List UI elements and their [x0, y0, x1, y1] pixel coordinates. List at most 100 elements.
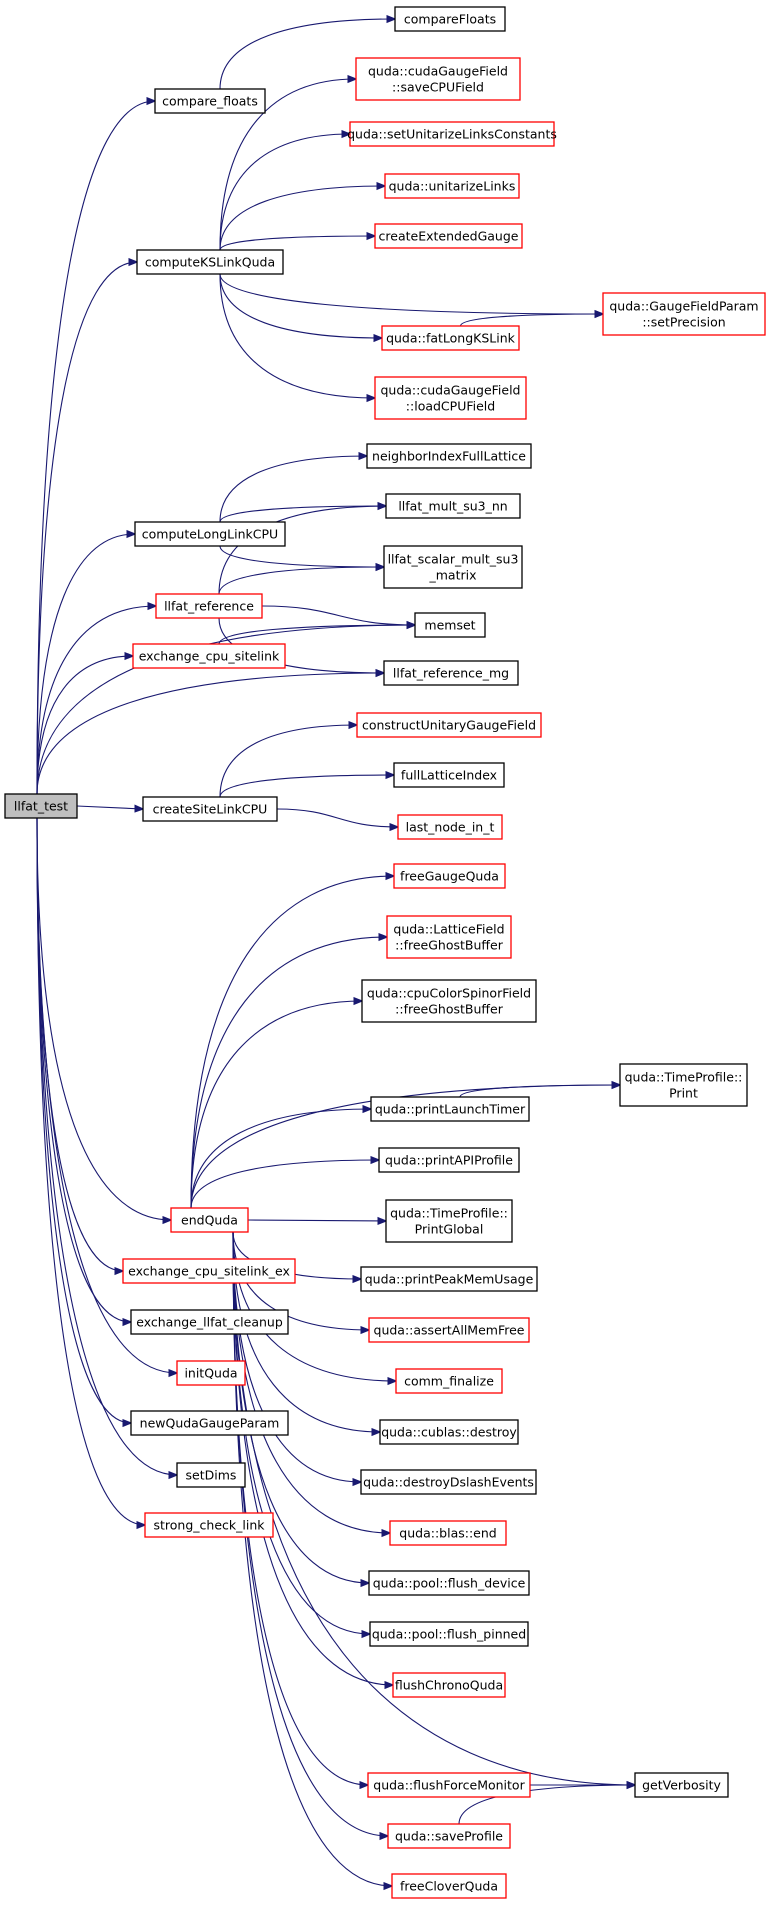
- call-edge-computeKSLinkQuda-to-setUnitarizeLinksConstants: [219, 134, 350, 251]
- function-node-computeKSLinkQuda[interactable]: computeKSLinkQuda: [136, 249, 284, 275]
- function-node-llfat_reference_mg[interactable]: llfat_reference_mg: [383, 660, 519, 686]
- function-node-label: computeLongLinkCPU: [142, 527, 278, 542]
- function-node-printLaunchTimer[interactable]: quda::printLaunchTimer: [370, 1096, 530, 1122]
- call-edge-endQuda-to-printLaunchTimer: [190, 1109, 371, 1209]
- function-node-label: compare_floats: [162, 94, 258, 109]
- function-node-label: quda::saveProfile: [395, 1829, 503, 1844]
- function-node-label: llfat_reference: [164, 599, 254, 614]
- call-edge-llfat_test-to-llfat_reference: [36, 606, 156, 795]
- call-edge-computeKSLinkQuda-to-saveCPUField: [219, 79, 356, 251]
- function-node-exchange_cpu_sitelink[interactable]: exchange_cpu_sitelink: [132, 643, 286, 669]
- function-node-poolFlushDevice[interactable]: quda::pool::flush_device: [368, 1570, 530, 1596]
- function-node-label: exchange_cpu_sitelink: [139, 649, 280, 664]
- function-node-poolFlushPinned[interactable]: quda::pool::flush_pinned: [369, 1621, 529, 1647]
- function-node-memset[interactable]: memset: [414, 612, 486, 638]
- function-node-printGlobal[interactable]: quda::TimeProfile::PrintGlobal: [385, 1199, 513, 1243]
- function-node-label: flushChronoQuda: [395, 1678, 503, 1693]
- call-edge-llfat_test-to-createSiteLinkCPU: [76, 806, 143, 809]
- function-node-newQudaGaugeParam[interactable]: newQudaGaugeParam: [130, 1410, 289, 1436]
- function-node-setUnitarizeLinksConstants[interactable]: quda::setUnitarizeLinksConstants: [347, 121, 557, 147]
- call-edge-endQuda-to-flushChronoQuda: [232, 1231, 393, 1685]
- function-node-label: quda::cudaGaugeField: [380, 383, 520, 398]
- call-edge-endQuda-to-freeGaugeQuda: [190, 876, 394, 1209]
- function-node-printAPIProfile[interactable]: quda::printAPIProfile: [378, 1147, 520, 1173]
- function-node-strong_check_link[interactable]: strong_check_link: [144, 1512, 274, 1538]
- function-node-fullLatticeIndex[interactable]: fullLatticeIndex: [393, 762, 505, 788]
- call-edge-llfat_test-to-newQudaGaugeParam: [36, 817, 131, 1423]
- function-node-llfat_scalar_mult_su3_matrix[interactable]: llfat_scalar_mult_su3_matrix: [383, 545, 523, 589]
- function-node-compareFloats[interactable]: compareFloats: [394, 6, 506, 32]
- function-node-label: memset: [424, 618, 475, 633]
- call-edge-llfat_test-to-exchange_cpu_sitelink: [36, 656, 133, 795]
- function-node-neighborIndexFullLattice[interactable]: neighborIndexFullLattice: [366, 443, 532, 469]
- function-node-createExtendedGauge[interactable]: createExtendedGauge: [374, 223, 523, 249]
- call-edge-computeKSLinkQuda-to-createExtendedGauge: [219, 236, 375, 251]
- function-node-computeLongLinkCPU[interactable]: computeLongLinkCPU: [134, 521, 286, 547]
- function-node-label: quda::cublas::destroy: [381, 1425, 517, 1440]
- function-node-unitarizeLinks[interactable]: quda::unitarizeLinks: [384, 173, 520, 199]
- function-node-label: constructUnitaryGaugeField: [362, 718, 536, 733]
- call-edges: [36, 19, 635, 1886]
- function-node-label: createSiteLinkCPU: [153, 802, 268, 817]
- function-node-blasEnd[interactable]: quda::blas::end: [389, 1520, 507, 1546]
- function-node-destroyDslashEvents[interactable]: quda::destroyDslashEvents: [360, 1469, 537, 1495]
- call-edge-endQuda-to-assertAllMemFree: [232, 1231, 369, 1330]
- function-node-label: freeCloverQuda: [400, 1879, 498, 1894]
- function-node-label: strong_check_link: [154, 1518, 266, 1533]
- function-node-constructUnitaryGaugeField[interactable]: constructUnitaryGaugeField: [356, 712, 542, 738]
- function-node-exchange_llfat_cleanup[interactable]: exchange_llfat_cleanup: [130, 1309, 289, 1335]
- function-node-freeCloverQuda[interactable]: freeCloverQuda: [391, 1873, 507, 1899]
- function-node-flushForceMonitor[interactable]: quda::flushForceMonitor: [367, 1772, 531, 1798]
- call-edge-llfat_reference-to-memset: [261, 605, 415, 625]
- function-node-label: freeGaugeQuda: [400, 869, 499, 884]
- call-edge-llfat_test-to-initQuda: [36, 817, 177, 1373]
- function-node-createSiteLinkCPU[interactable]: createSiteLinkCPU: [142, 796, 278, 822]
- function-node-compare_floats[interactable]: compare_floats: [154, 88, 266, 114]
- function-node-cpuColorSpinorFreeGhostBuffer[interactable]: quda::cpuColorSpinorField::freeGhostBuff…: [361, 979, 537, 1023]
- function-node-freeGaugeQuda[interactable]: freeGaugeQuda: [393, 863, 506, 889]
- function-node-label: quda::fatLongKSLink: [386, 331, 516, 346]
- function-node-assertAllMemFree[interactable]: quda::assertAllMemFree: [368, 1317, 530, 1343]
- function-node-saveCPUField[interactable]: quda::cudaGaugeField::saveCPUField: [355, 57, 521, 101]
- function-node-llfat_test[interactable]: llfat_test: [4, 793, 78, 819]
- function-node-llfat_reference[interactable]: llfat_reference: [155, 593, 263, 619]
- function-node-cublasDestroy[interactable]: quda::cublas::destroy: [379, 1419, 519, 1445]
- function-node-getVerbosity[interactable]: getVerbosity: [634, 1772, 729, 1798]
- function-node-fatLongKSLink[interactable]: quda::fatLongKSLink: [381, 325, 520, 351]
- function-node-label: comm_finalize: [404, 1374, 494, 1389]
- call-edge-createSiteLinkCPU-to-fullLatticeIndex: [219, 775, 394, 798]
- function-node-llfat_mult_su3_nn[interactable]: llfat_mult_su3_nn: [385, 493, 521, 519]
- function-node-exchange_cpu_sitelink_ex[interactable]: exchange_cpu_sitelink_ex: [122, 1258, 296, 1284]
- call-edge-llfat_test-to-endQuda: [36, 817, 171, 1220]
- function-node-last_node_in_t[interactable]: last_node_in_t: [397, 814, 503, 840]
- call-edge-llfat_test-to-computeKSLinkQuda: [36, 262, 137, 795]
- function-node-setPrecision[interactable]: quda::GaugeFieldParam::setPrecision: [602, 292, 766, 336]
- function-node-flushChronoQuda[interactable]: flushChronoQuda: [392, 1672, 506, 1698]
- function-node-initQuda[interactable]: initQuda: [176, 1360, 246, 1386]
- function-node-label: llfat_test: [14, 799, 68, 814]
- function-node-label: ::freeGhostBuffer: [395, 1002, 504, 1017]
- function-node-label: ::freeGhostBuffer: [395, 938, 504, 953]
- call-edge-computeLongLinkCPU-to-llfat_scalar_mult_su3_matrix: [219, 545, 384, 567]
- call-edge-computeKSLinkQuda-to-unitarizeLinks: [219, 186, 385, 251]
- call-edge-llfat_reference-to-llfat_mult_su3_nn: [218, 506, 386, 595]
- function-node-comm_finalize[interactable]: comm_finalize: [395, 1368, 503, 1394]
- function-node-latticeFreeGhostBuffer[interactable]: quda::LatticeField::freeGhostBuffer: [386, 915, 512, 959]
- function-node-label: llfat_reference_mg: [393, 666, 509, 681]
- function-node-saveProfile[interactable]: quda::saveProfile: [387, 1823, 511, 1849]
- function-node-label: quda::cpuColorSpinorField: [367, 986, 531, 1001]
- function-node-label: endQuda: [181, 1213, 238, 1228]
- function-node-endQuda[interactable]: endQuda: [170, 1207, 249, 1233]
- call-edge-endQuda-to-printAPIProfile: [190, 1160, 379, 1209]
- function-node-printPeakMemUsage[interactable]: quda::printPeakMemUsage: [360, 1266, 538, 1292]
- function-node-label: quda::flushForceMonitor: [373, 1778, 525, 1793]
- call-edge-endQuda-to-saveProfile: [232, 1231, 388, 1836]
- function-node-setDims[interactable]: setDims: [176, 1462, 246, 1488]
- call-edge-exchange_cpu_sitelink-to-memset: [218, 625, 415, 645]
- call-edge-llfat_test-to-computeLongLinkCPU: [36, 534, 135, 795]
- function-node-timeProfilePrint[interactable]: quda::TimeProfile::Print: [619, 1063, 748, 1107]
- call-edge-endQuda-to-latticeFreeGhostBuffer: [190, 937, 387, 1209]
- function-node-label: quda::GaugeFieldParam: [609, 299, 758, 314]
- function-node-label: createExtendedGauge: [379, 229, 519, 244]
- function-node-loadCPUField[interactable]: quda::cudaGaugeField::loadCPUField: [374, 376, 527, 420]
